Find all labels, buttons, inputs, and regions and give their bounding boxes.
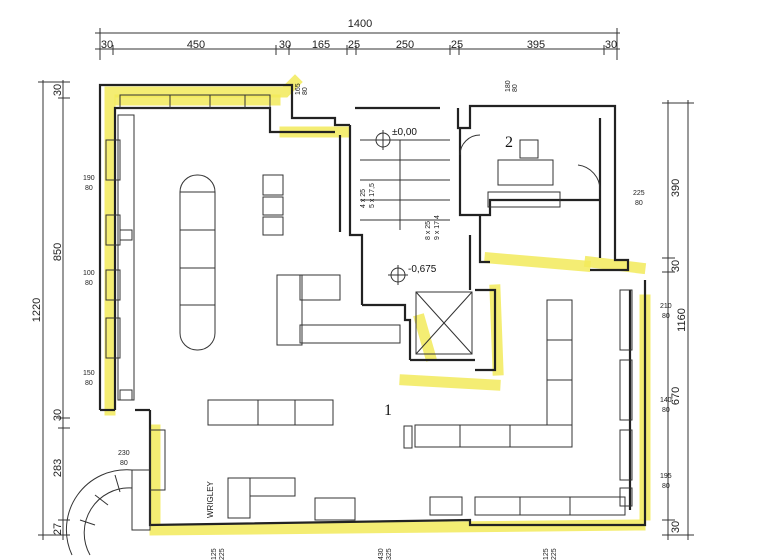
window-label: 80: [512, 84, 519, 92]
dim-right-670: 670: [670, 387, 682, 405]
level-marker-lower: [388, 265, 408, 285]
level-marker-upper: [373, 130, 393, 150]
dim-top-seg: 250: [396, 39, 414, 51]
dim-top-seg: 25: [348, 39, 360, 51]
dim-top-total: 1400: [348, 18, 372, 30]
dim-right-390: 390: [670, 179, 682, 197]
window-label: 80: [85, 185, 93, 192]
window-label: 80: [662, 313, 670, 320]
bottom-label: 225: [551, 548, 558, 560]
dim-left-850: 850: [52, 243, 64, 261]
level-upper-label: ±0,00: [392, 127, 417, 138]
dim-left-30: 30: [52, 409, 64, 421]
bottom-label: 325: [386, 548, 393, 560]
bottom-label: 225: [219, 548, 226, 560]
room-1-label: 1: [384, 402, 392, 419]
window-label: 80: [85, 280, 93, 287]
dim-left-27: 27: [52, 523, 64, 535]
left-dimension-lines: [38, 80, 70, 540]
dim-top-seg: 395: [527, 39, 545, 51]
furniture: [65, 94, 626, 556]
stair-lower-2: 9 x 17,4: [434, 215, 441, 240]
dim-left-283: 283: [52, 459, 64, 477]
stair-lower-1: 8 x 25: [425, 221, 432, 240]
dim-top-seg: 450: [187, 39, 205, 51]
dim-right-total: 1160: [676, 308, 688, 332]
window-label: 165: [295, 83, 302, 95]
dim-top-seg: 30: [279, 39, 291, 51]
window-label: 80: [302, 87, 309, 95]
window-label: 80: [635, 200, 643, 207]
room-2-label: 2: [505, 134, 513, 151]
dim-top-seg: 165: [312, 39, 330, 51]
stair-upper-2: 5 x 17,5: [369, 183, 376, 208]
window-label: 80: [120, 460, 128, 467]
window-label: 150: [83, 370, 95, 377]
dim-left-total: 1220: [31, 298, 43, 322]
dim-left-30: 30: [52, 84, 64, 96]
bottom-label: 125: [211, 548, 218, 560]
top-dimension-lines: [95, 28, 620, 60]
window-label: 230: [118, 450, 130, 457]
window-label: 190: [83, 175, 95, 182]
dim-top-seg: 30: [605, 39, 617, 51]
dim-right-30: 30: [670, 260, 682, 272]
right-dimension-lines: [662, 100, 694, 540]
dim-top-seg: 30: [101, 39, 113, 51]
window-label: 210: [660, 303, 672, 310]
window-label: 100: [83, 270, 95, 277]
left-window-openings: [105, 139, 633, 507]
window-label: 180: [505, 80, 512, 92]
bottom-label: 125: [543, 548, 550, 560]
level-lower-label: -0,675: [408, 264, 437, 275]
window-label: 80: [662, 407, 670, 414]
window-label: 80: [85, 380, 93, 387]
bottom-label: 430: [378, 548, 385, 560]
window-label: 225: [633, 190, 645, 197]
window-label: 195: [660, 473, 672, 480]
dim-top-seg: 25: [451, 39, 463, 51]
wrigley-label: WRIGLEY: [206, 480, 215, 518]
dim-right-30b: 30: [670, 521, 682, 533]
stair-upper-1: 4 x 25: [360, 189, 367, 208]
window-label: 80: [662, 483, 670, 490]
window-label: 140: [660, 397, 672, 404]
